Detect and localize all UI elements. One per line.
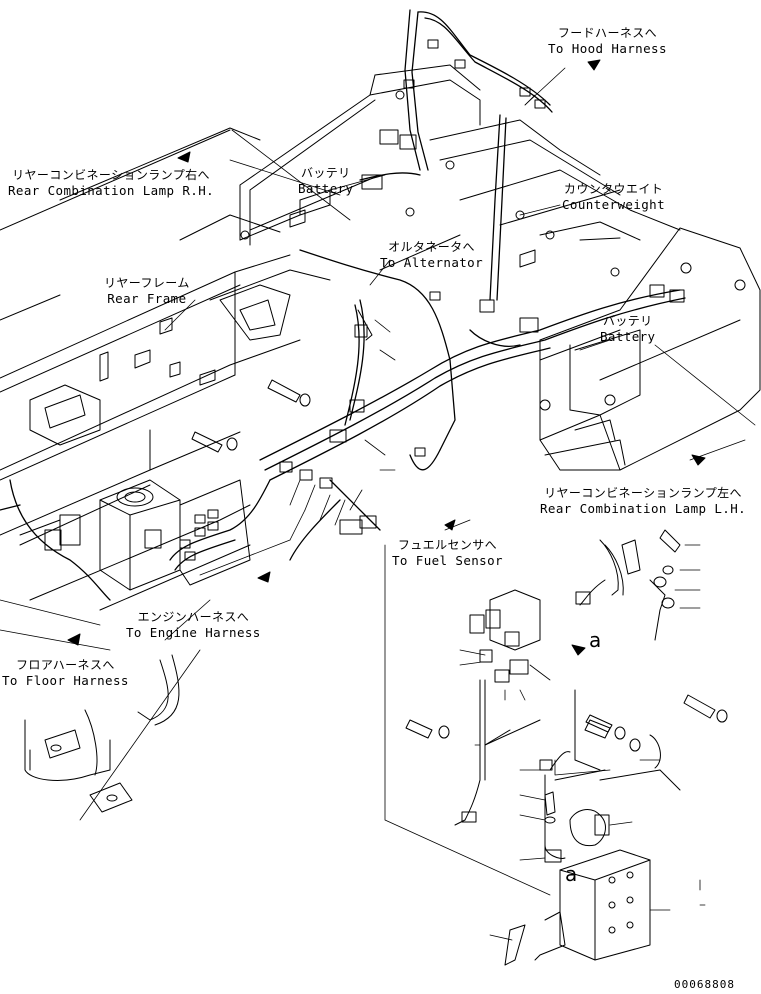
label-rear-lamp-rh: リヤーコンビネーションランプ右へ Rear Combination Lamp R… (8, 168, 214, 198)
label-hood-ja: フードハーネスへ (557, 26, 658, 40)
label-alternator-en: To Alternator (380, 255, 484, 270)
label-engine-harness-en: To Engine Harness (126, 625, 261, 640)
arrow-lamp-lh (691, 454, 706, 466)
rear-frame (0, 127, 461, 611)
label-counterweight: カウンタウエイト Counterweight (562, 182, 665, 212)
part-number: 00068808 (674, 978, 735, 991)
leader-lines (0, 67, 756, 941)
counterweight-block (539, 227, 761, 471)
label-rear-lamp-rh-en: Rear Combination Lamp R.H. (8, 183, 215, 198)
arrow-floor (67, 633, 81, 646)
label-alternator-ja: オルタネータへ (388, 240, 475, 254)
label-hood-en: To Hood Harness (548, 41, 667, 56)
label-battery-right-ja: バッテリ (602, 314, 653, 328)
label-rear-frame-en: Rear Frame (107, 291, 187, 306)
top-connectors (279, 39, 685, 535)
label-alternator: オルタネータへ To Alternator (380, 240, 483, 270)
label-rear-lamp-lh-en: Rear Combination Lamp L.H. (540, 501, 747, 516)
arrow-engine (257, 571, 271, 583)
label-battery-top-en: Battery (298, 181, 354, 196)
main-harness (0, 9, 686, 601)
label-floor-harness-en: To Floor Harness (2, 673, 129, 688)
label-fuel-sensor: フュエルセンサへ To Fuel Sensor (392, 538, 503, 568)
label-battery-top-ja: バッテリ (300, 166, 351, 180)
arrow-hood (587, 59, 601, 71)
arrow-fuel (444, 519, 456, 531)
detail-mark-a-lower: a (565, 862, 578, 886)
floor-bracket (24, 654, 180, 813)
arrow-lamp-rh (177, 151, 191, 163)
label-rear-lamp-lh: リヤーコンビネーションランプ左へ Rear Combination Lamp L… (540, 486, 746, 516)
label-floor-harness-ja: フロアハーネスへ (16, 658, 115, 672)
label-rear-frame-ja: リヤーフレーム (104, 276, 190, 290)
detail-assembly (405, 529, 728, 966)
label-battery-right: バッテリ Battery (600, 314, 655, 344)
label-fuel-sensor-ja: フュエルセンサへ (397, 538, 498, 552)
label-rear-lamp-lh-ja: リヤーコンビネーションランプ左へ (544, 486, 742, 500)
arrow-detail-a (571, 644, 586, 656)
label-engine-harness: エンジンハーネスへ To Engine Harness (126, 610, 261, 640)
arrows (67, 59, 706, 656)
label-rear-frame: リヤーフレーム Rear Frame (104, 276, 190, 306)
frame-fasteners (191, 309, 373, 453)
label-hood-harness: フードハーネスへ To Hood Harness (548, 26, 667, 56)
label-battery-top: バッテリ Battery (298, 166, 353, 196)
detail-mark-a-upper: a (589, 628, 602, 652)
label-battery-right-en: Battery (600, 329, 656, 344)
label-fuel-sensor-en: To Fuel Sensor (392, 553, 503, 568)
label-counterweight-en: Counterweight (562, 197, 666, 212)
label-floor-harness: フロアハーネスへ To Floor Harness (2, 658, 129, 688)
label-rear-lamp-rh-ja: リヤーコンビネーションランプ右へ (12, 168, 210, 182)
left-junction-box (19, 479, 251, 591)
label-engine-harness-ja: エンジンハーネスへ (137, 610, 250, 624)
label-counterweight-ja: カウンタウエイト (563, 182, 664, 196)
